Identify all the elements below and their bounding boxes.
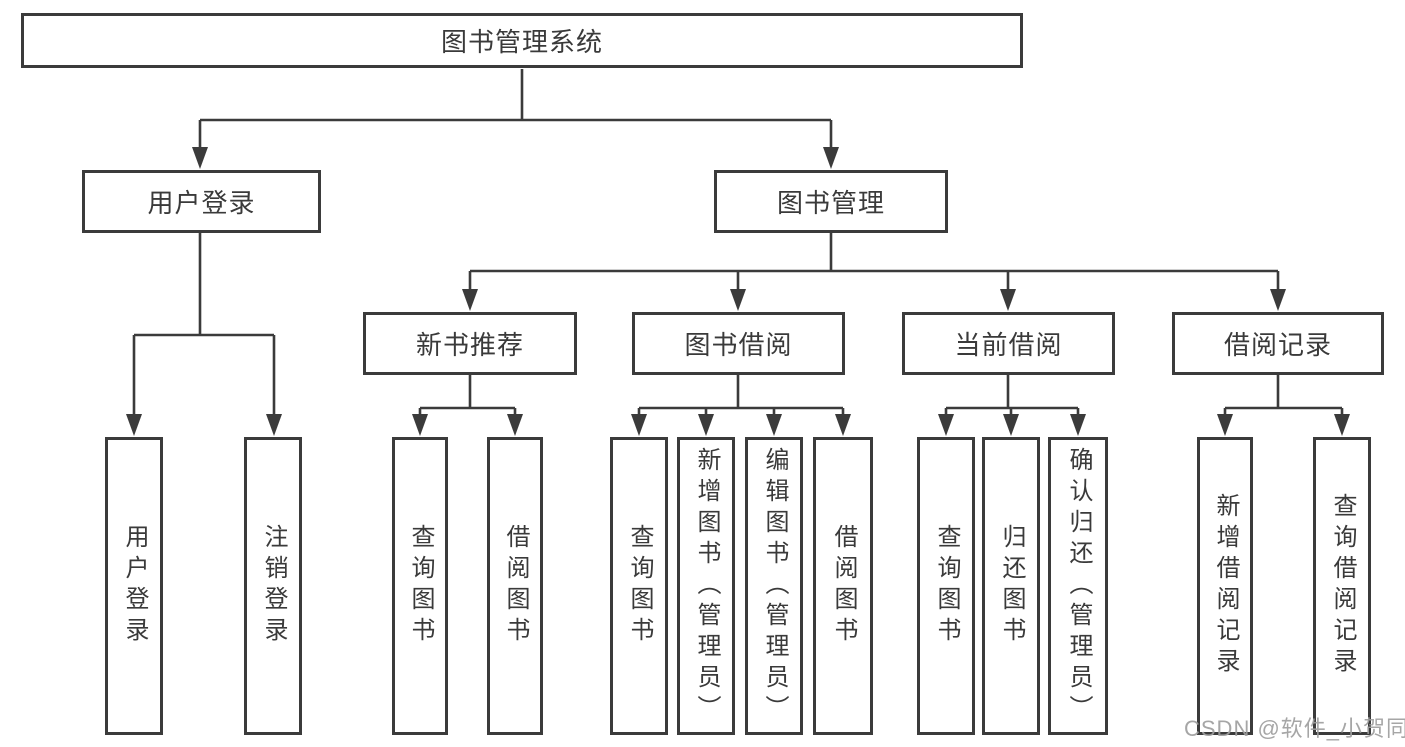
connector-path xyxy=(944,375,1080,415)
arrowhead-down-icon xyxy=(1000,289,1016,311)
arrowhead-down-icon xyxy=(462,289,478,311)
arrowhead-down-icon xyxy=(1217,414,1233,436)
arrowhead-down-icon xyxy=(1270,289,1286,311)
leaf-query-borrow-record: 查询借阅记录 xyxy=(1313,437,1371,735)
arrowhead-down-icon xyxy=(835,414,851,436)
leaf-edit-books-admin: 编辑图书（管理员） xyxy=(745,437,803,735)
edge-book-borrow-group xyxy=(631,375,851,436)
leaf-query-books-recommend: 查询图书 xyxy=(392,437,448,735)
node-book-management: 图书管理 xyxy=(714,170,948,233)
arrowhead-down-icon xyxy=(766,414,782,436)
edge-book-management-group xyxy=(462,233,1286,311)
connector-path xyxy=(198,69,833,150)
connector-path xyxy=(132,233,276,415)
edge-user-login-group xyxy=(126,233,282,436)
edge-root-to-level2 xyxy=(192,69,839,169)
arrowhead-down-icon xyxy=(938,414,954,436)
arrowhead-down-icon xyxy=(698,414,714,436)
arrowhead-down-icon xyxy=(1070,414,1086,436)
connector-path xyxy=(468,233,1280,290)
arrowhead-down-icon xyxy=(126,414,142,436)
leaf-confirm-return-admin: 确认归还（管理员） xyxy=(1048,437,1108,735)
node-book-borrow: 图书借阅 xyxy=(632,312,845,375)
arrowhead-down-icon xyxy=(631,414,647,436)
leaf-return-books: 归还图书 xyxy=(982,437,1040,735)
arrowhead-down-icon xyxy=(1003,414,1019,436)
connector-path xyxy=(1223,375,1344,415)
leaf-borrow-books-recommend: 借阅图书 xyxy=(487,437,543,735)
edge-current-borrow-group xyxy=(938,375,1086,436)
arrowhead-down-icon xyxy=(192,147,208,169)
leaf-logout: 注销登录 xyxy=(244,437,302,735)
node-current-borrow: 当前借阅 xyxy=(902,312,1115,375)
arrowhead-down-icon xyxy=(730,289,746,311)
arrowhead-down-icon xyxy=(507,414,523,436)
leaf-query-books-borrow: 查询图书 xyxy=(610,437,668,735)
edge-new-book-recommend-group xyxy=(412,375,523,436)
leaf-add-books-admin: 新增图书（管理员） xyxy=(677,437,735,735)
csdn-watermark: CSDN @软件_小贺同学 xyxy=(1184,716,1405,741)
arrowhead-down-icon xyxy=(412,414,428,436)
leaf-query-books-current: 查询图书 xyxy=(917,437,975,735)
connector-path xyxy=(418,375,517,415)
arrowhead-down-icon xyxy=(266,414,282,436)
node-new-book-recommend: 新书推荐 xyxy=(363,312,577,375)
arrowhead-down-icon xyxy=(823,147,839,169)
leaf-user-login: 用户登录 xyxy=(105,437,163,735)
node-borrow-records: 借阅记录 xyxy=(1172,312,1384,375)
connector-path xyxy=(637,375,845,415)
edge-borrow-records-group xyxy=(1217,375,1350,436)
arrowhead-down-icon xyxy=(1334,414,1350,436)
node-user-login: 用户登录 xyxy=(82,170,321,233)
leaf-add-borrow-record: 新增借阅记录 xyxy=(1197,437,1253,735)
leaf-borrow-books: 借阅图书 xyxy=(813,437,873,735)
node-library-management-system: 图书管理系统 xyxy=(21,13,1023,68)
